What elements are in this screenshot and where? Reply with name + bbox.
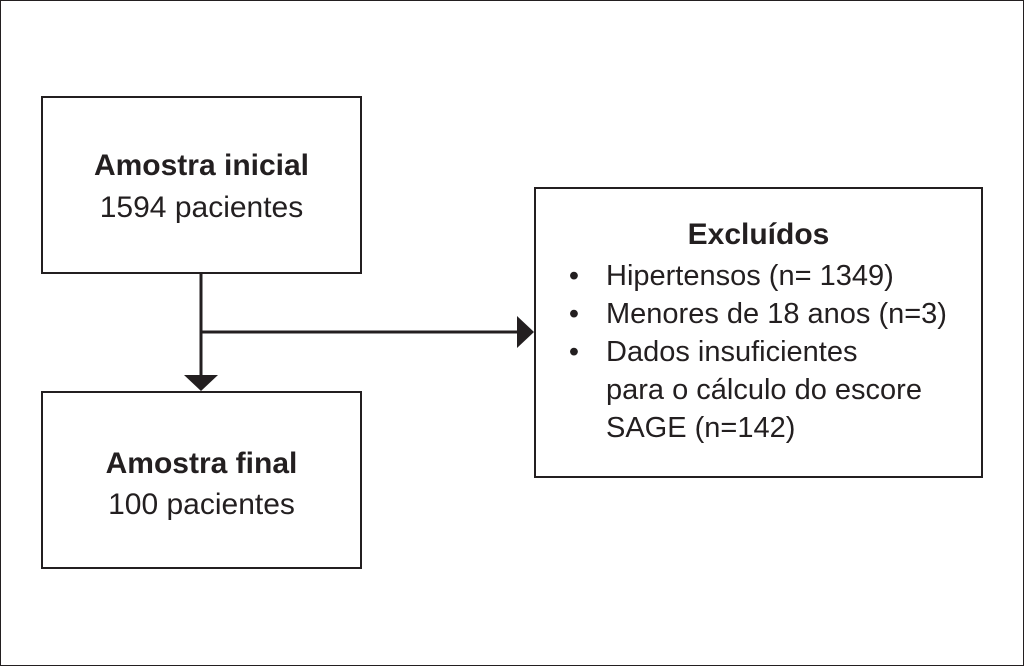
excluded-item-minors: • Menores de 18 anos (n=3) bbox=[564, 295, 947, 333]
bullet: • bbox=[568, 336, 580, 368]
final-sample-box: Amostra final 100 pacientes bbox=[41, 391, 362, 569]
final-sample-title: Amostra final bbox=[105, 447, 298, 480]
excluded-list: • Hipertensos (n= 1349) • Menores de 18 … bbox=[564, 257, 947, 447]
right-arrowhead bbox=[517, 316, 534, 348]
down-arrowhead bbox=[184, 375, 218, 391]
excluded-item-hypertensive: • Hipertensos (n= 1349) bbox=[564, 257, 947, 295]
bullet: • bbox=[568, 298, 580, 330]
excluded-item-insufficient-data: • Dados insuficientes para o cálculo do … bbox=[564, 333, 947, 447]
excluded-item-text: Menores de 18 anos (n=3) bbox=[606, 298, 947, 330]
excluded-item-text: Hipertensos (n= 1349) bbox=[606, 260, 894, 292]
excluded-item-text-line-1: Dados insuficientes bbox=[606, 336, 858, 368]
excluded-item-text-line-3: SAGE (n=142) bbox=[606, 412, 796, 444]
initial-sample-title: Amostra inicial bbox=[93, 149, 310, 182]
bullet: • bbox=[568, 260, 580, 292]
excluded-item-text-line-2: para o cálculo do escore bbox=[606, 374, 922, 406]
final-sample-count: 100 pacientes bbox=[108, 488, 295, 521]
excluded-title: Excluídos bbox=[687, 218, 830, 251]
initial-sample-count: 1594 pacientes bbox=[99, 191, 304, 224]
excluded-box: Excluídos • Hipertensos (n= 1349) • Meno… bbox=[534, 187, 983, 478]
initial-sample-box: Amostra inicial 1594 pacientes bbox=[41, 96, 362, 274]
